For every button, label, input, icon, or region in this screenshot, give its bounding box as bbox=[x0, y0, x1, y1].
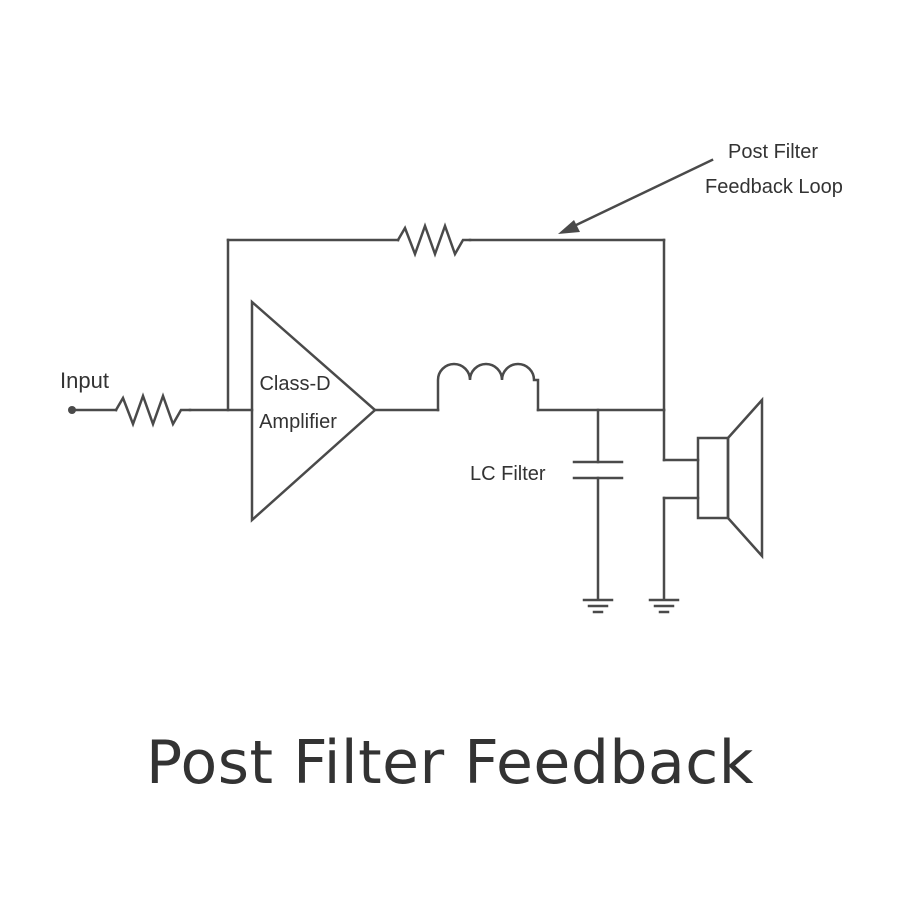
input-label: Input bbox=[60, 368, 109, 393]
class-d-amplifier-icon bbox=[250, 299, 377, 523]
amplifier-label-line2: Amplifier bbox=[259, 411, 337, 433]
feedback-resistor-icon bbox=[396, 222, 472, 258]
amplifier-label-line1: Class-D bbox=[259, 373, 330, 395]
feedback-label-line2: Feedback Loop bbox=[705, 176, 843, 198]
ground-icon bbox=[582, 598, 614, 614]
speaker-icon bbox=[696, 396, 764, 560]
speaker-ground-icon bbox=[648, 598, 680, 614]
feedback-label-line1: Post Filter bbox=[728, 141, 818, 163]
lc-filter-label: LC Filter bbox=[470, 463, 546, 485]
arrow-icon bbox=[558, 158, 714, 234]
inductor-icon bbox=[436, 362, 540, 412]
page-title: Post Filter Feedback bbox=[145, 728, 754, 798]
input-resistor-icon bbox=[114, 392, 192, 428]
